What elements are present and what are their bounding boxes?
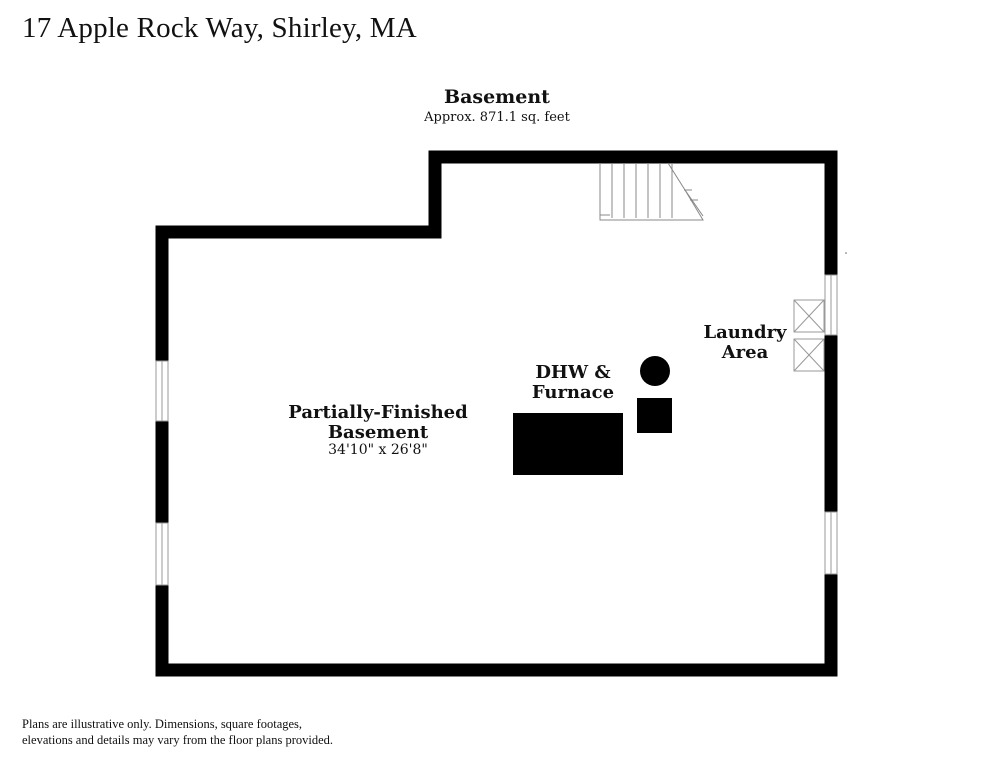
room-label-laundry: Laundry Area: [685, 323, 805, 363]
window-right-upper: [823, 274, 839, 336]
disclaimer: Plans are illustrative only. Dimensions,…: [22, 716, 333, 748]
room-name-line1: DHW &: [535, 362, 611, 383]
room-name-line2: Basement: [327, 422, 429, 443]
disclaimer-line1: Plans are illustrative only. Dimensions,…: [22, 717, 303, 731]
room-name-line1: Laundry: [703, 322, 787, 343]
floor-area: Approx. 871.1 sq. feet: [424, 110, 570, 125]
furnace-unit: [513, 413, 623, 475]
water-heater-icon: [640, 356, 670, 386]
room-label-main: Partially-Finished Basement: [258, 403, 498, 443]
washer-icon: [793, 299, 825, 333]
window-right-lower: [823, 511, 839, 575]
property-address: 17 Apple Rock Way, Shirley, MA: [22, 12, 417, 44]
room-name-line2: Area: [721, 342, 769, 363]
equipment-box: [637, 398, 672, 433]
exterior-walls: [155, 150, 838, 677]
room-name-line2: Furnace: [531, 382, 615, 403]
disclaimer-line2: elevations and details may vary from the…: [22, 733, 334, 747]
room-label-mechanical: DHW & Furnace: [503, 363, 643, 403]
window-left-lower: [154, 522, 170, 586]
window-left-upper: [154, 360, 170, 422]
room-name-line1: Partially-Finished: [288, 402, 468, 423]
room-dimensions: 34'10" x 26'8": [328, 442, 428, 458]
dryer-icon: [793, 338, 825, 372]
staircase: [599, 162, 704, 221]
floor-title: Basement: [444, 86, 550, 108]
marker-dot: [845, 252, 847, 254]
